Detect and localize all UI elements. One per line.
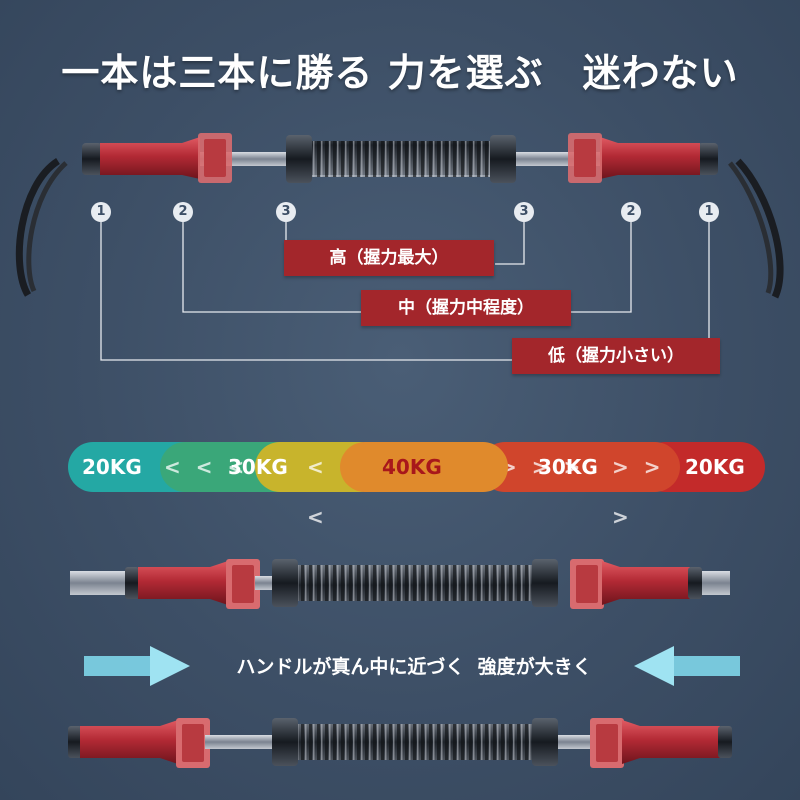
scale-segment-right-inner: > > > 30KG > > > bbox=[480, 442, 680, 529]
wrist-strap-right bbox=[728, 158, 784, 299]
chevrons-left-a: < < < bbox=[164, 455, 249, 479]
marker-left-2: 2 bbox=[173, 202, 193, 222]
arrow-left-icon bbox=[634, 646, 740, 686]
level-mid-label: 中（握力中程度） bbox=[361, 290, 571, 326]
scale-label-right-30kg: 30KG bbox=[538, 455, 598, 479]
marker-left-1: 1 bbox=[91, 202, 111, 222]
power-twister-bar-middle bbox=[70, 559, 730, 609]
scale-label-left-30kg: 30KG bbox=[228, 455, 288, 479]
chevrons-right-a: > > > bbox=[500, 455, 585, 479]
marker-left-3: 3 bbox=[276, 202, 296, 222]
level-low-label: 低（握力小さい） bbox=[512, 338, 720, 374]
marker-right-2: 2 bbox=[621, 202, 641, 222]
arrow-right-icon bbox=[84, 646, 190, 686]
marker-right-1: 1 bbox=[699, 202, 719, 222]
power-twister-bar-bottom bbox=[68, 718, 732, 768]
scale-segment-center: 40KG bbox=[340, 442, 508, 492]
marker-right-3: 3 bbox=[514, 202, 534, 222]
headline: 一本は三本に勝る 力を選ぶ 迷わない bbox=[61, 51, 739, 95]
scale-label-left-20kg: 20KG bbox=[82, 455, 142, 479]
level-high-label: 高（握力最大） bbox=[284, 240, 494, 276]
strength-caption: ハンドルが真ん中に近づく 強度が大きく bbox=[236, 656, 592, 678]
chevrons-right-b: > > > bbox=[612, 455, 665, 529]
power-twister-bar-top bbox=[15, 133, 784, 299]
scale-label-right-20kg: 20KG bbox=[685, 455, 745, 479]
scale-segment-left-mid: 30KG < < < bbox=[228, 442, 385, 529]
scale-label-center-40kg: 40KG bbox=[382, 455, 442, 479]
wrist-strap-left bbox=[15, 158, 68, 297]
